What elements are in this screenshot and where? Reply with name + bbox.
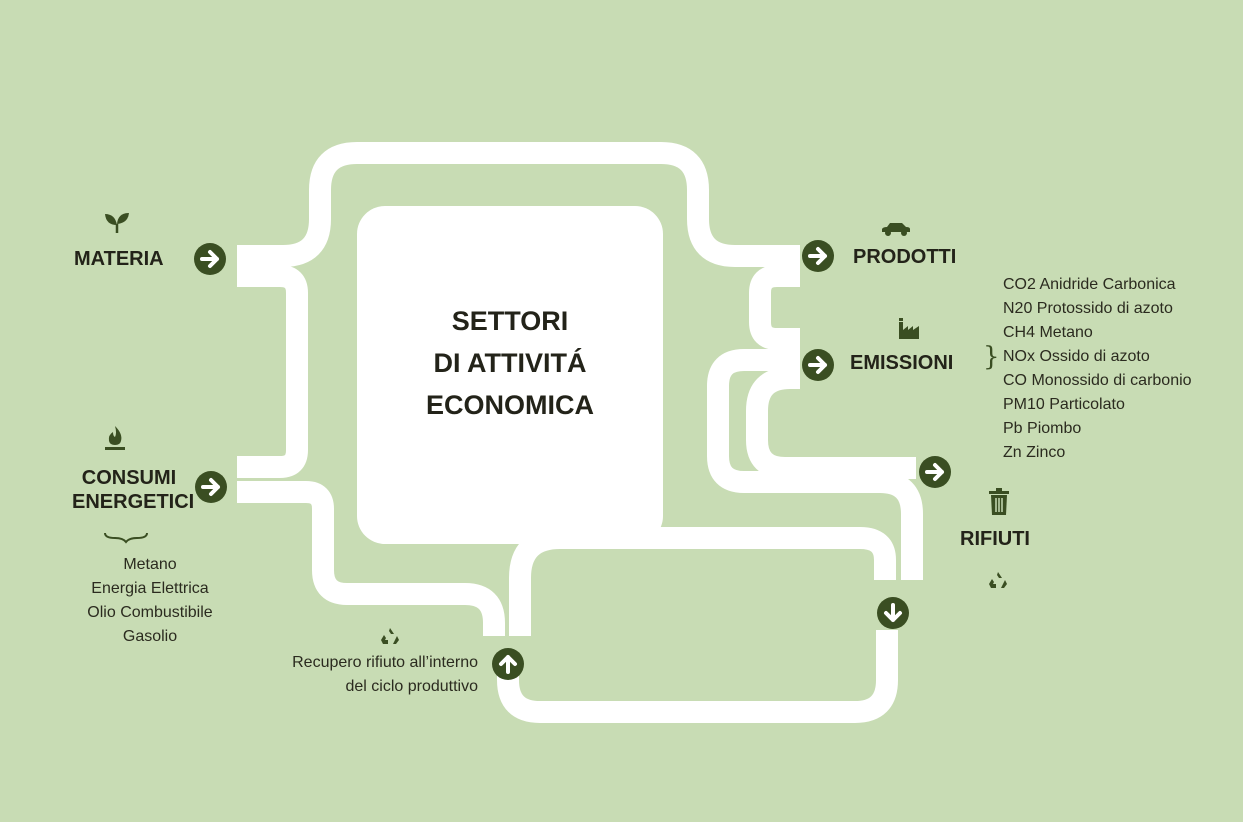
- brace-icon: }: [983, 342, 1000, 372]
- arrow-right-icon: [195, 471, 227, 503]
- pipe-materia-consumi: [237, 265, 308, 478]
- list-item: Energia Elettrica: [91, 580, 209, 597]
- consumi-label-line: ENERGETICI: [72, 491, 195, 513]
- pipe-return: [509, 527, 896, 636]
- trash-icon: [988, 488, 1010, 521]
- sectors-hub: [357, 206, 663, 544]
- list-item: CH4 Metano: [1003, 324, 1093, 341]
- list-item: Pb Piombo: [1003, 420, 1082, 437]
- consumi-label: CONSUMI ENERGETICI: [72, 466, 195, 514]
- arrow-up-icon: [492, 648, 524, 680]
- arrow-right-icon: [802, 349, 834, 381]
- arrow-down-icon: [877, 597, 909, 629]
- emissioni-label: EMISSIONI: [850, 352, 954, 374]
- recovery-line: del ciclo produttivo: [345, 678, 478, 695]
- leaf-icon: [104, 212, 130, 239]
- arrow-right-icon: [919, 456, 951, 488]
- list-item: Zn Zinco: [1003, 444, 1066, 461]
- arrow-right-icon: [802, 240, 834, 272]
- list-item: Olio Combustibile: [87, 604, 213, 621]
- hub-title-line: ECONOMICA: [426, 390, 594, 420]
- recycle-icon: [988, 571, 1008, 594]
- consumi-list: Metano Energia Elettrica Olio Combustibi…: [60, 553, 240, 649]
- pipe-emissioni-side: [746, 367, 916, 479]
- list-item: Metano: [123, 556, 177, 573]
- recovery-line: Recupero rifiuto all’interno: [292, 654, 478, 671]
- list-item: CO2 Anidride Carbonica: [1003, 276, 1176, 293]
- brace-down-icon: [103, 530, 149, 549]
- pipe-prodotti-emissioni: [749, 265, 800, 350]
- pipe-consumi-down: [237, 481, 505, 636]
- recycle-icon: [380, 627, 400, 650]
- pipe-top: [237, 142, 800, 267]
- prodotti-label: PRODOTTI: [853, 246, 957, 268]
- hub-title: SETTORI DI ATTIVITÁ ECONOMICA: [357, 300, 663, 426]
- list-item: N20 Protossido di azoto: [1003, 300, 1173, 317]
- arrow-right-icon: [194, 243, 226, 275]
- list-item: PM10 Particolato: [1003, 396, 1125, 413]
- hub-title-line: SETTORI: [451, 306, 569, 336]
- list-item: CO Monossido di carbonio: [1003, 372, 1192, 389]
- materia-label: MATERIA: [74, 248, 164, 270]
- rifiuti-label: RIFIUTI: [960, 528, 1030, 550]
- factory-icon: [897, 318, 921, 345]
- hub-title-line: DI ATTIVITÁ: [433, 348, 587, 378]
- consumi-label-line: CONSUMI: [81, 467, 177, 489]
- pipe-emissioni-rifiuti: [707, 349, 923, 580]
- pipe-bottom-loop: [497, 630, 898, 723]
- recovery-text: Recupero rifiuto all’interno del ciclo p…: [246, 651, 478, 699]
- list-item: NOx Ossido di azoto: [1003, 348, 1150, 365]
- flame-icon: [103, 425, 127, 456]
- list-item: Gasolio: [122, 628, 178, 645]
- emissioni-list: CO2 Anidride Carbonica N20 Protossido di…: [1003, 273, 1192, 465]
- car-icon: [880, 221, 912, 242]
